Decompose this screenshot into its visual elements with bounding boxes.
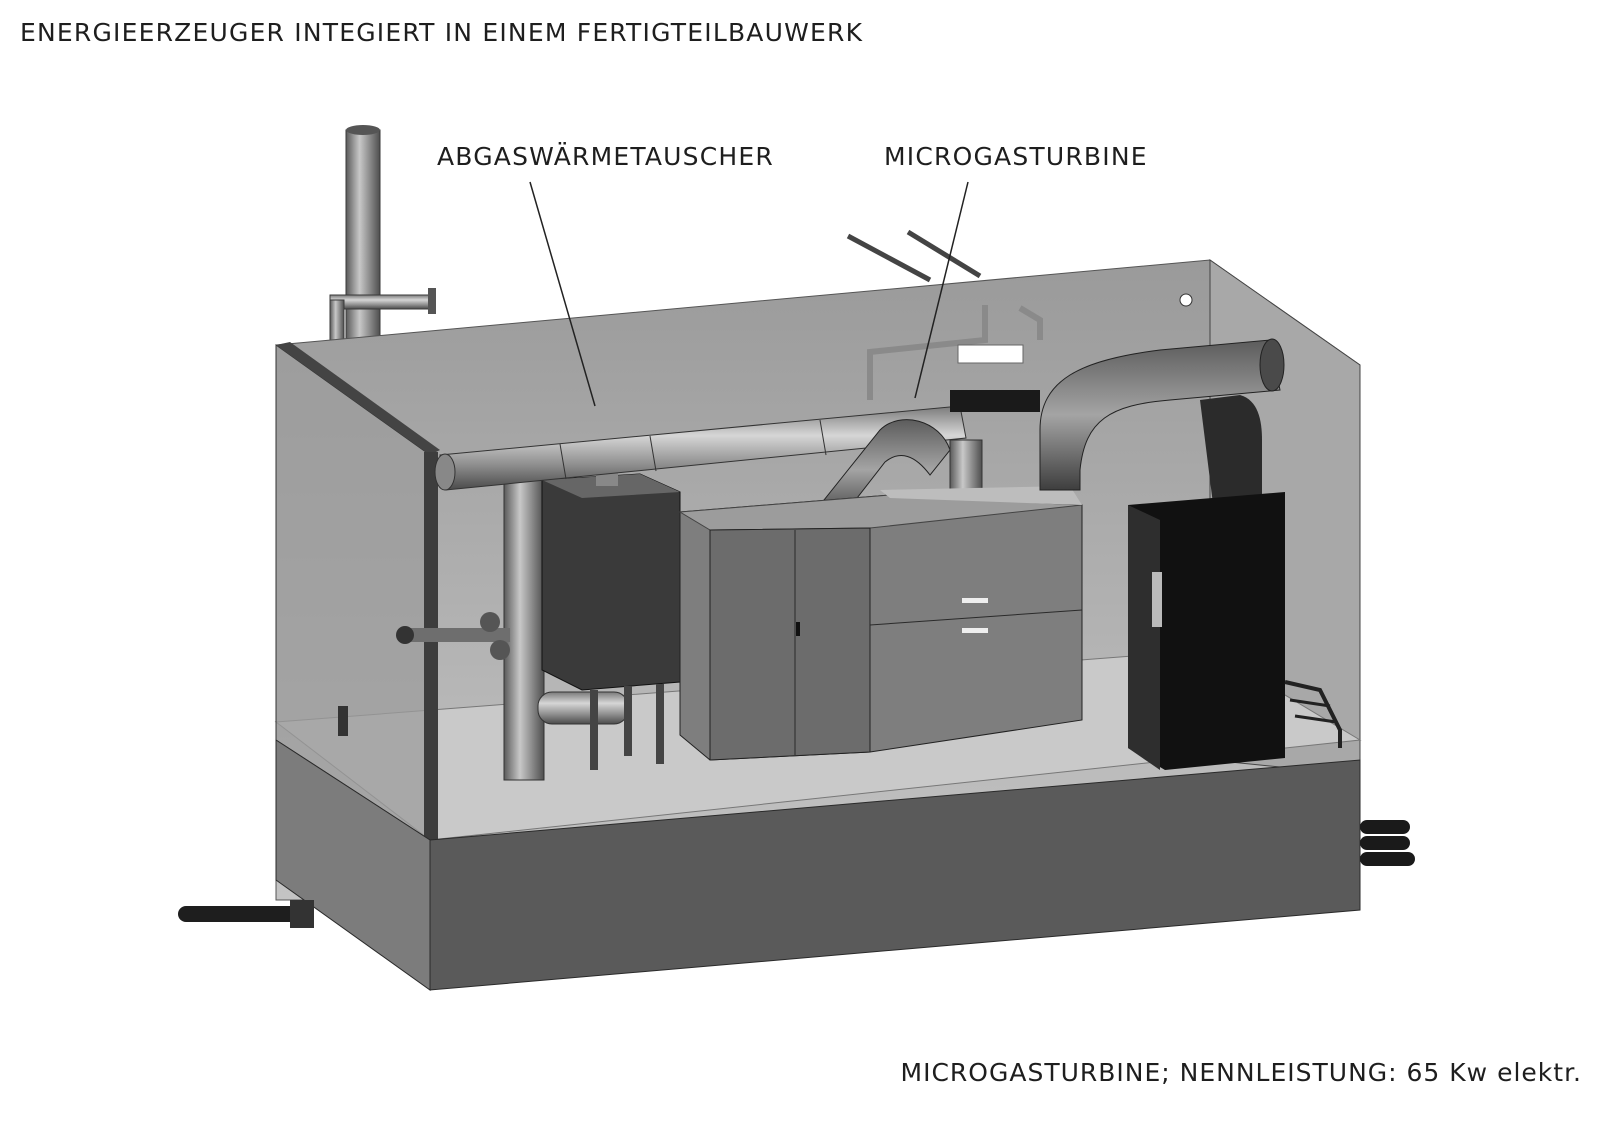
turbine-exhaust-elbow [819, 419, 951, 521]
caption-rated-power: MICROGASTURBINE; NENNLEISTUNG: 65 Kw ele… [900, 1058, 1582, 1087]
external-pipe-right [1360, 820, 1415, 866]
platform-steps [1284, 680, 1342, 748]
microgasturbine-unit [678, 486, 1083, 761]
valve-assembly [338, 612, 510, 736]
exhaust-riser [503, 469, 545, 781]
leader-microgasturbine [914, 181, 969, 399]
chimney [329, 125, 436, 341]
label-heat-exchanger: ABGASWÄRMETAUSCHER [437, 142, 774, 171]
air-intake-duct [1039, 338, 1285, 520]
leader-heat-exchanger [529, 181, 596, 407]
external-pipe-left [178, 900, 314, 928]
control-cabinet [1128, 492, 1285, 770]
roof-pipes [846, 229, 1193, 412]
main-exhaust-pipe [434, 405, 967, 491]
corner-post [424, 452, 438, 842]
diagram-title: ENERGIEERZEUGER INTEGIERT IN EINEM FERTI… [20, 18, 864, 47]
label-microgasturbine: MICROGASTURBINE [884, 142, 1148, 171]
base-side [275, 739, 431, 991]
top-beam [276, 342, 440, 455]
